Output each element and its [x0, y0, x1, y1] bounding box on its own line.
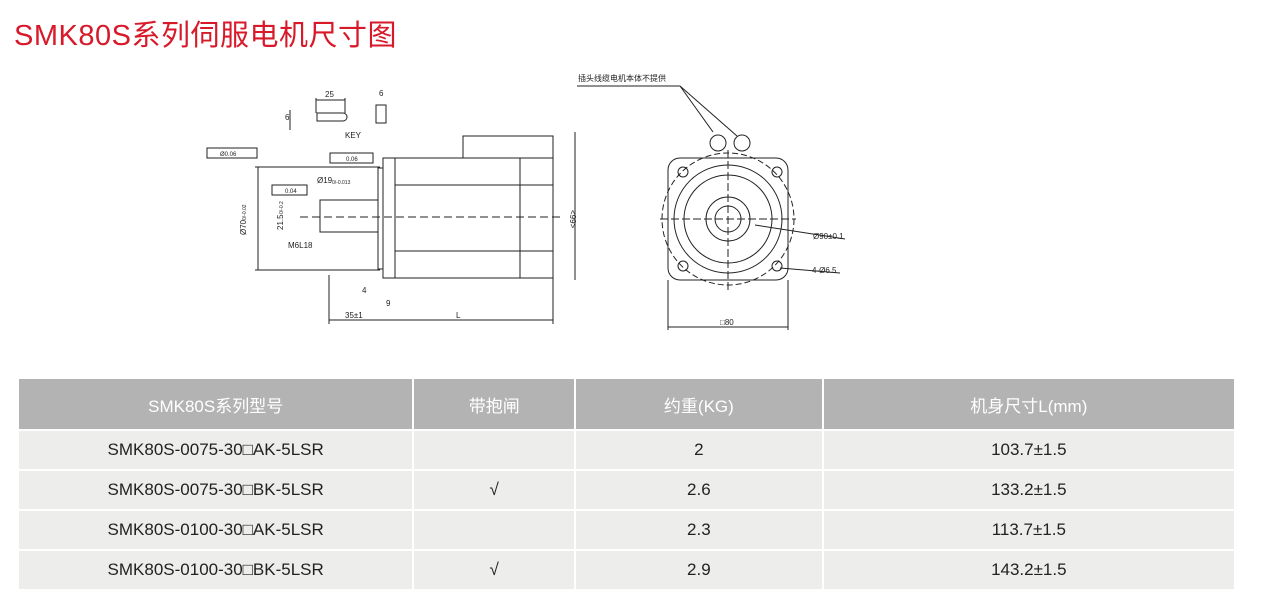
cell-model: SMK80S-0075-30□AK-5LSR	[16, 429, 415, 471]
cell-brake: √	[412, 549, 577, 591]
cell-weight: 2	[574, 429, 824, 471]
key-width-label: 6	[379, 89, 384, 98]
key-label: KEY	[345, 131, 362, 140]
pcd-label: Ø90±0.1	[813, 232, 844, 241]
key-depth-label: 21.5	[276, 214, 285, 230]
cell-length: 113.7±1.5	[821, 509, 1237, 551]
cell-weight: 2.6	[574, 469, 824, 511]
cell-brake: √	[412, 469, 577, 511]
cell-length: 133.2±1.5	[821, 469, 1237, 511]
cell-length: 143.2±1.5	[821, 549, 1237, 591]
spigot-dia-tolerance: 0/-0.02	[242, 204, 248, 220]
shaft-length-label: 35±1	[345, 311, 363, 320]
spigot-dia-label: Ø70	[239, 219, 248, 235]
header-model: SMK80S系列型号	[16, 377, 415, 431]
perpendicularity-tol: 0.06	[346, 157, 358, 163]
cell-model: SMK80S-0075-30□BK-5LSR	[16, 469, 415, 511]
cell-model: SMK80S-0100-30□BK-5LSR	[16, 549, 415, 591]
cell-model: SMK80S-0100-30□AK-5LSR	[16, 509, 415, 551]
cell-brake	[412, 429, 577, 471]
header-length: 机身尺寸L(mm)	[821, 377, 1237, 431]
key-drawing: 25 6 6 KEY	[285, 89, 387, 140]
cell-brake	[412, 509, 577, 551]
height-label: <99>	[568, 210, 577, 229]
table-header: SMK80S系列型号 带抱闸 约重(KG) 机身尺寸L(mm)	[16, 377, 1237, 431]
flange-offset-label: 9	[386, 299, 391, 308]
tolerance-frames: Ø0.06 0.06 0.04 Ø19 0/-0.013	[206, 147, 374, 196]
key-length-label: 25	[325, 90, 334, 99]
holes-label: 4-Ø6.5	[812, 266, 837, 275]
shaft-dia-label: Ø19	[317, 176, 333, 185]
spec-table: SMK80S系列型号 带抱闸 约重(KG) 机身尺寸L(mm) SMK80S-0…	[16, 377, 1237, 591]
flange-thickness-label: 4	[362, 286, 367, 295]
concentricity-tol: Ø0.06	[220, 152, 237, 158]
key-depth-tolerance: 0/-0.2	[279, 201, 285, 214]
key-height-label: 6	[285, 113, 290, 122]
motor-front-view: 插头线缆电机本体不提供 Ø90±0.1 4-Ø6.5 □80	[577, 73, 846, 330]
thread-label: M6L18	[288, 241, 313, 250]
connector-note: 插头线缆电机本体不提供	[578, 73, 666, 83]
body-length-label: L	[456, 311, 461, 320]
header-weight: 约重(KG)	[574, 377, 824, 431]
header-brake: 带抱闸	[412, 377, 577, 431]
motor-side-view: Ø70 0/-0.02 <99> 21.5 0/-0.2 M6L18 4 9 3…	[239, 132, 577, 324]
dimension-drawing: 25 6 6 KEY Ø0.06 0.06 0.04 Ø19 0/-0.013 …	[206, 73, 846, 330]
cell-weight: 2.3	[574, 509, 824, 551]
page-title: SMK80S系列伺服电机尺寸图	[14, 20, 397, 52]
cell-weight: 2.9	[574, 549, 824, 591]
cell-length: 103.7±1.5	[821, 429, 1237, 471]
square-label: □80	[720, 318, 734, 327]
runout-tol: 0.04	[285, 189, 297, 195]
shaft-dia-tolerance: 0/-0.013	[332, 180, 351, 186]
